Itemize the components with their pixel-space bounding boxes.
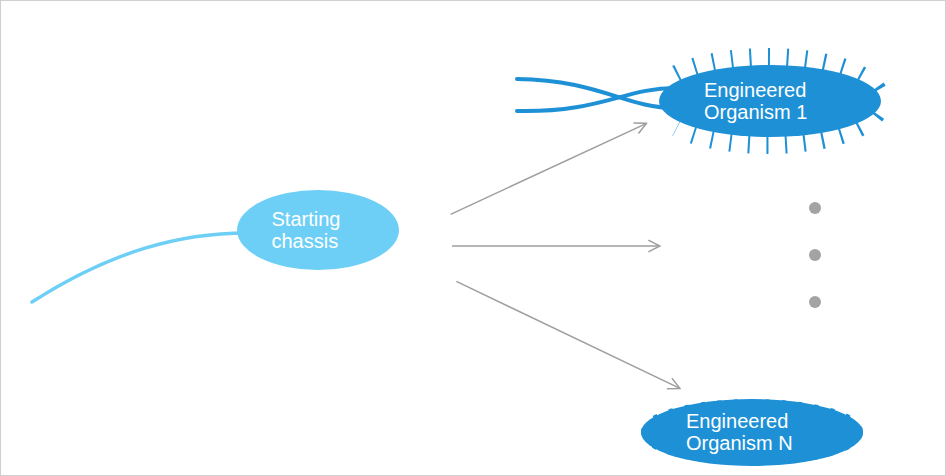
- node-label: Starting chassis: [272, 208, 364, 252]
- flow-arrow: [451, 123, 647, 214]
- node-label: Engineered Organism N: [686, 410, 818, 454]
- organism-cell: Engineered Organism 1: [659, 65, 881, 137]
- chassis-cell: Starting chassis: [237, 190, 399, 270]
- ellipsis-dot: [809, 249, 821, 261]
- node-label: Engineered Organism 1: [704, 79, 836, 123]
- organism-cell: Engineered Organism N: [641, 399, 863, 466]
- text-group: Engineered Organism N: [686, 410, 818, 454]
- ellipsis-dot: [809, 296, 821, 308]
- flagellum: [517, 79, 675, 108]
- text-group: Engineered Organism 1: [704, 79, 836, 123]
- flow-arrow: [456, 281, 680, 388]
- text-group: Starting chassis: [272, 208, 364, 252]
- ellipsis-dot: [809, 202, 821, 214]
- arrow-line: [452, 245, 660, 247]
- flagellum: [32, 233, 252, 302]
